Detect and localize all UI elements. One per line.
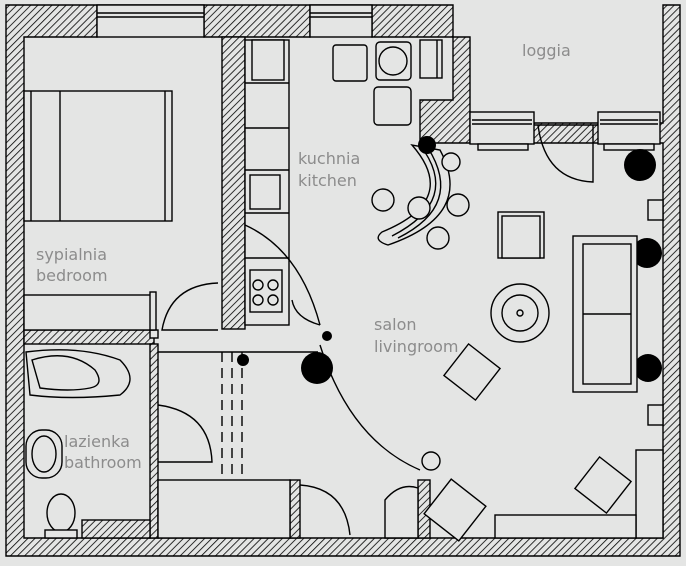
bedroom-label-pl: sypialnia (36, 245, 107, 264)
plants (237, 136, 662, 384)
bedroom-label-en: bedroom (36, 266, 108, 285)
kitchen-label-en: kitchen (298, 171, 357, 190)
living-label-en: livingroom (374, 337, 459, 356)
kitchen-counters (244, 39, 470, 326)
kitchen-label-pl: kuchnia (298, 149, 360, 168)
bathroom-label-pl: lazienka (64, 432, 130, 451)
windows (96, 4, 661, 183)
hall-bathroom (25, 349, 351, 539)
living-label-pl: salon (374, 315, 417, 334)
bedroom-furniture (23, 90, 219, 331)
loggia-label: loggia (522, 41, 571, 60)
living-furniture (319, 199, 664, 542)
bathroom-label-en: bathroom (64, 453, 142, 472)
room-labels: sypialnia bedroom kuchnia kitchen loggia… (36, 41, 571, 472)
